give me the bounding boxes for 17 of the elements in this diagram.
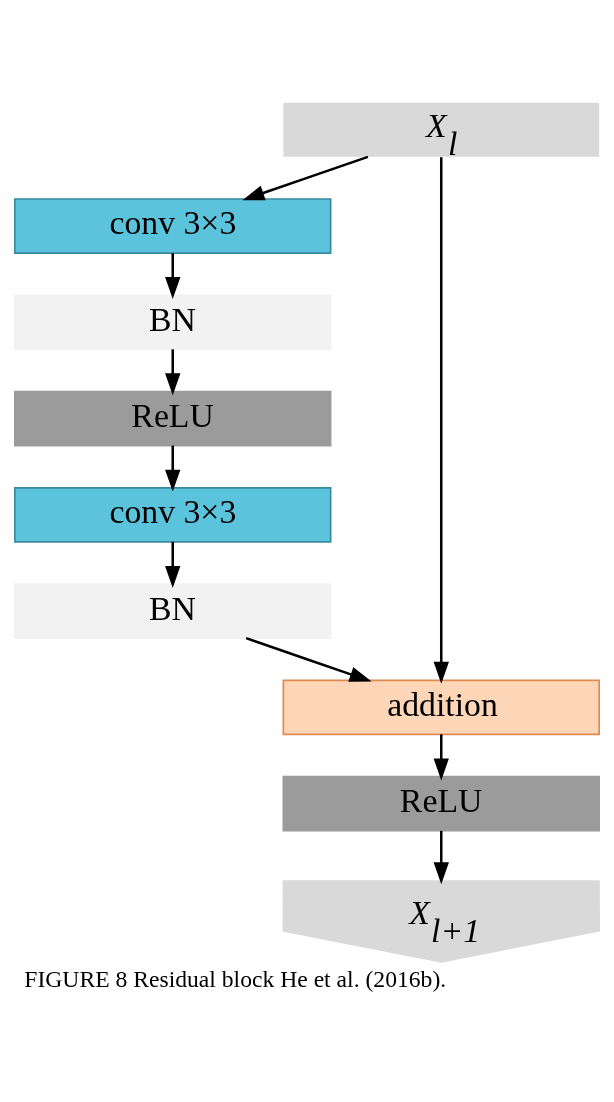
caption: FIGURE 8 Residual block He et al. (2016b).: [24, 965, 447, 992]
node-box: addition: [282, 678, 600, 735]
arrow: [433, 733, 449, 780]
node-box: conv 3×3: [14, 486, 332, 543]
node-box: ReLU: [282, 775, 600, 831]
arrow: [165, 348, 181, 395]
arrow: [165, 541, 181, 588]
node-box: ReLU: [14, 390, 332, 446]
arrow: [433, 830, 449, 884]
arrow: [433, 156, 449, 684]
arrow: [165, 252, 181, 299]
arrow: [165, 445, 181, 492]
arrow: [242, 155, 369, 200]
node-box: conv 3×3: [14, 197, 332, 254]
node-box: BN: [14, 582, 332, 639]
arrow: [245, 636, 372, 682]
node-box: BN: [14, 293, 332, 350]
